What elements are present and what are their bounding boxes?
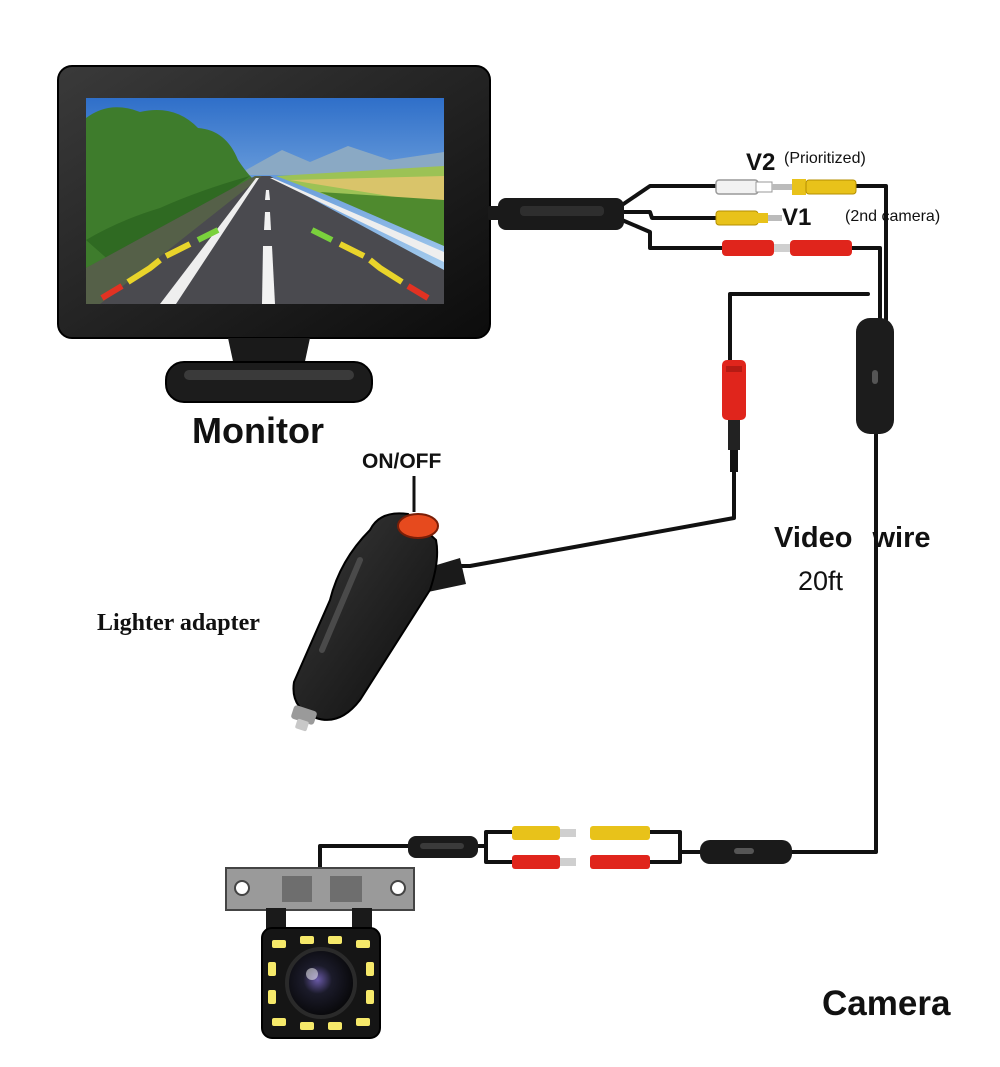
camera-leds <box>268 936 374 1030</box>
v1-label: V1 <box>782 204 812 231</box>
lighter-adapter-label: Lighter adapter <box>97 610 260 636</box>
rca-v1-connector <box>715 210 782 226</box>
camera-label: Camera <box>822 984 951 1023</box>
monitor-splitter <box>488 198 624 230</box>
lighter-adapter <box>291 476 466 732</box>
power-connector-red <box>722 240 852 256</box>
inline-module <box>856 318 894 434</box>
v2-label: V2 <box>746 149 776 176</box>
camera-lens <box>285 947 357 1019</box>
on-off-label: ON/OFF <box>362 450 442 473</box>
wire-length-label: 20ft <box>798 566 844 596</box>
camera-harness <box>408 826 792 869</box>
video-wire-label: Video wire <box>774 522 931 554</box>
power-button <box>397 513 439 539</box>
backup-camera <box>225 867 415 1039</box>
v2-note-label: (Prioritized) <box>784 150 866 167</box>
camera-mount-plate <box>225 867 415 911</box>
monitor-screen <box>86 98 444 304</box>
monitor-stand-neck <box>228 338 310 366</box>
second-camera-label: (2nd camera) <box>845 208 941 225</box>
monitor <box>57 65 491 403</box>
dc-power-plug <box>722 360 746 472</box>
rca-v2-connector <box>715 179 857 195</box>
monitor-label: Monitor <box>192 410 324 451</box>
monitor-stand-base <box>165 361 373 403</box>
